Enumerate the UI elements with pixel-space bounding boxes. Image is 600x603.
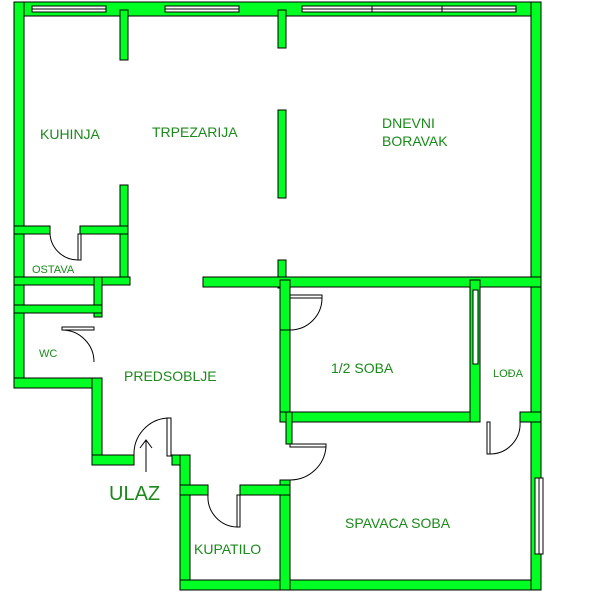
wall-wc-right (93, 276, 103, 318)
wall-hall-right-bottom (279, 479, 291, 591)
label-ulaz: ULAZ (109, 483, 160, 505)
wall-bottom (179, 579, 542, 591)
wall-living-bottom-horizontal (202, 276, 542, 288)
door-wc (61, 326, 95, 331)
wall-kitchen-top (119, 9, 129, 61)
wall-left-lower (91, 377, 103, 465)
wall-living-mid (277, 109, 287, 199)
wall-kupatilo-top-right (239, 484, 291, 496)
label-ostava: OSTAVA (32, 264, 75, 276)
label-lodja: LOĐA (493, 368, 524, 380)
wall-left-step (13, 377, 103, 389)
entrance-arrow-icon (139, 439, 153, 472)
door-lodja (486, 421, 491, 455)
wall-left-upper (13, 1, 25, 388)
label-trpezarija: TRPEZARIJA (152, 124, 238, 140)
wall-lodja-bottom-right (519, 411, 542, 423)
label-pola-soba: 1/2 SOBA (331, 360, 394, 376)
door-spavaca (289, 443, 327, 448)
label-wc: WC (39, 348, 57, 360)
wall-entrance-left (91, 454, 135, 466)
wall-hall-right-top (279, 279, 291, 331)
outer-walls (13, 1, 542, 591)
wall-right (530, 1, 542, 591)
wall-kupatilo-top-left (179, 484, 209, 496)
wall-kupatilo-left (179, 454, 191, 590)
wall-living-top (277, 9, 287, 49)
wall-ostava-bottom (13, 276, 131, 286)
label-dnevni-line2: BORAVAK (382, 133, 448, 149)
wall-hall-right-mid (279, 329, 291, 423)
label-spavaca: SPAVACA SOBA (345, 515, 451, 531)
doors (49, 233, 521, 528)
wall-ostava-top-left (13, 225, 51, 235)
room-labels: KUHINJA TRPEZARIJA DNEVNI BORAVAK OSTAVA… (32, 115, 524, 557)
label-dnevni-line1: DNEVNI (382, 115, 435, 131)
wall-ostava-top-right (79, 225, 129, 235)
door-pola-soba (289, 294, 323, 299)
window-polasoba-lodja (472, 289, 479, 365)
interior-walls (13, 9, 542, 591)
door-kupatilo (236, 494, 241, 528)
wall-spavaca-left-top (285, 411, 293, 445)
door-entrance (166, 417, 172, 457)
label-kuhinja: KUHINJA (40, 126, 101, 142)
windows (31, 5, 544, 555)
label-predsoblje: PREDSOBLJE (124, 368, 217, 384)
wall-polasoba-bottom (279, 411, 481, 423)
label-kupatilo: KUPATILO (194, 541, 261, 557)
wall-wc-top (13, 304, 103, 314)
door-ostava (77, 233, 82, 261)
